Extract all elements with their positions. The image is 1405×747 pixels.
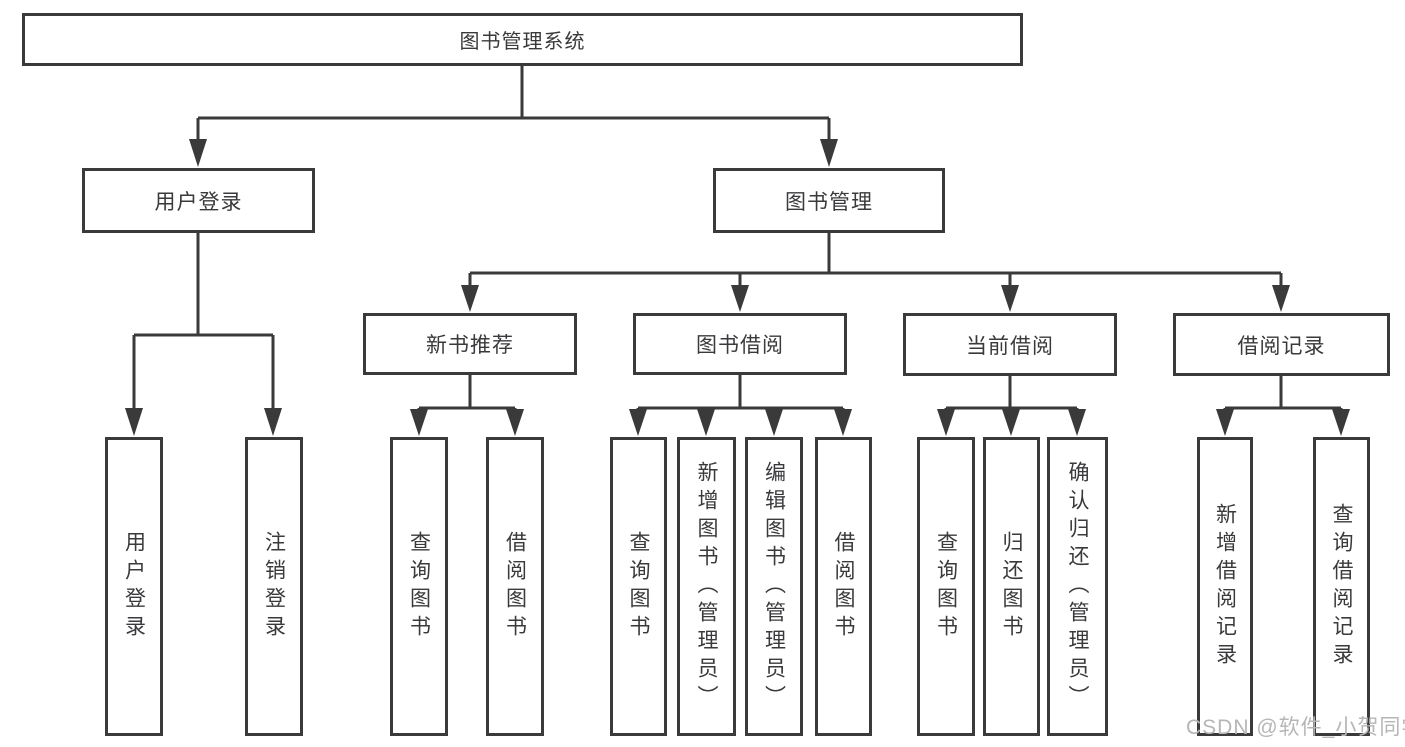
node-label: 图书借阅 bbox=[696, 334, 784, 357]
leaf-query-books-borrowing: 查询图书 bbox=[610, 437, 667, 736]
leaf-user-login: 用户登录 bbox=[105, 437, 163, 736]
leaf-logout: 注销登录 bbox=[245, 437, 303, 736]
leaf-add-borrowing-record: 新增借阅记录 bbox=[1197, 437, 1253, 736]
arrowhead-icons bbox=[125, 139, 1350, 436]
node-current-borrowing: 当前借阅 bbox=[903, 313, 1117, 376]
node-new-book-recommendation: 新书推荐 bbox=[363, 313, 577, 375]
node-book-borrowing: 图书借阅 bbox=[633, 313, 847, 375]
leaf-query-books-recommendation: 查询图书 bbox=[390, 437, 448, 736]
csdn-watermark: CSDN @软件_小贺同学 bbox=[1186, 716, 1405, 739]
node-label: 编辑图书（管理员） bbox=[762, 460, 786, 713]
node-label: 新书推荐 bbox=[426, 334, 514, 357]
node-label: 借阅图书 bbox=[832, 530, 855, 643]
node-label: 查询图书 bbox=[627, 530, 650, 643]
node-label: 确认归还（管理员） bbox=[1066, 460, 1089, 713]
leaf-confirm-return-admin: 确认归还（管理员） bbox=[1047, 437, 1108, 736]
node-label: 当前借阅 bbox=[966, 334, 1054, 358]
node-label: 用户登录 bbox=[154, 190, 243, 214]
leaf-borrow-books-recommendation: 借阅图书 bbox=[486, 437, 544, 736]
node-label: 查询图书 bbox=[407, 530, 431, 643]
node-book-management-branch: 图书管理 bbox=[713, 168, 945, 233]
leaf-query-borrowing-record: 查询借阅记录 bbox=[1313, 437, 1370, 736]
leaf-edit-books-admin: 编辑图书（管理员） bbox=[745, 437, 803, 736]
node-label: 查询图书 bbox=[934, 530, 958, 643]
leaf-borrow-books: 借阅图书 bbox=[815, 437, 872, 736]
node-label: 图书管理 bbox=[785, 190, 873, 214]
leaf-query-books-current: 查询图书 bbox=[917, 437, 975, 736]
leaf-return-books: 归还图书 bbox=[983, 437, 1040, 736]
node-borrowing-records: 借阅记录 bbox=[1173, 313, 1390, 376]
node-label: 新增图书（管理员） bbox=[695, 460, 718, 713]
node-label: 注销登录 bbox=[262, 530, 286, 643]
node-library-management-system: 图书管理系统 bbox=[22, 13, 1023, 66]
node-label: 归还图书 bbox=[1000, 530, 1023, 643]
leaf-add-books-admin: 新增图书（管理员） bbox=[677, 437, 736, 736]
node-user-login-branch: 用户登录 bbox=[82, 168, 315, 233]
node-label: 图书管理系统 bbox=[459, 31, 586, 53]
node-label: 新增借阅记录 bbox=[1213, 502, 1237, 671]
node-label: 借阅图书 bbox=[503, 530, 527, 643]
node-label: 查询借阅记录 bbox=[1330, 502, 1353, 671]
node-label: 借阅记录 bbox=[1237, 334, 1326, 358]
node-label: 用户登录 bbox=[122, 530, 146, 643]
